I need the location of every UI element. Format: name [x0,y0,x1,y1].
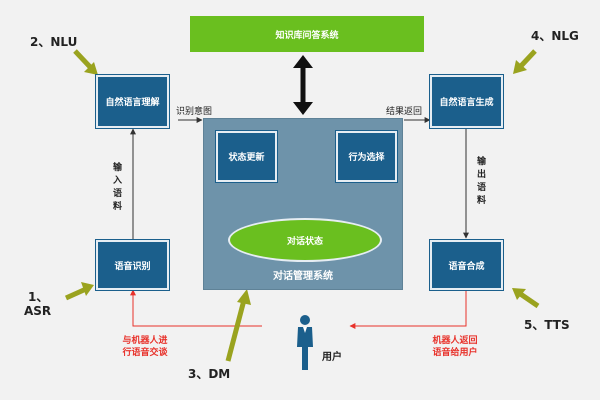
asr-node: 语音识别 [96,240,169,290]
kb-dm-double-arrow [293,55,313,115]
nlg-pointer-arrow [513,49,537,74]
state-update-node: 状态更新 [216,131,277,182]
action-select-node: 行为选择 [336,131,397,182]
step-asr-label-line-2: ASR [24,304,52,318]
user-to-robot-line-2: 行语音交谈 [122,348,168,358]
nlu-node: 自然语言理解 [96,75,169,128]
tts-to-user-arrow [349,290,467,329]
nlg-node: 自然语言生成 [430,75,503,128]
user-figure-icon [297,315,313,370]
user-label: 用户 [322,352,342,363]
robot-to-user-line-2: 语音给用户 [432,348,478,358]
step-asr-label-line-1: 1、 [28,290,49,304]
dialog-state-node: 对话状态 [228,218,382,262]
robot-to-user-line-1: 机器人返回 [432,336,478,346]
user-to-robot-line-1: 与机器人进 [122,336,168,346]
knowledge-base-node: 知识库问答系统 [190,16,424,52]
tts-pointer-arrow [512,288,540,309]
user-to-robot-label: 与机器人进 行语音交谈 [110,335,180,359]
dialog-management-title: 对话管理系统 [273,271,333,282]
result-return-label: 结果返回 [386,107,423,117]
nlu-pointer-arrow [73,49,98,75]
recognize-intent-label: 识别意图 [176,107,213,117]
output-corpus-label: 输出语料 [476,157,486,206]
asr-pointer-arrow [64,282,94,301]
step-nlu-label: 2、NLU [30,35,78,49]
input-corpus-label: 输入语料 [112,163,122,212]
user-to-asr-arrow [130,289,262,327]
step-dm-label: 3、DM [188,367,231,381]
step-nlg-label: 4、NLG [531,29,579,43]
step-tts-label: 5、TTS [524,318,570,332]
robot-to-user-label: 机器人返回 语音给用户 [420,335,490,359]
tts-node: 语音合成 [430,240,503,290]
dm-pointer-arrow [225,289,251,362]
